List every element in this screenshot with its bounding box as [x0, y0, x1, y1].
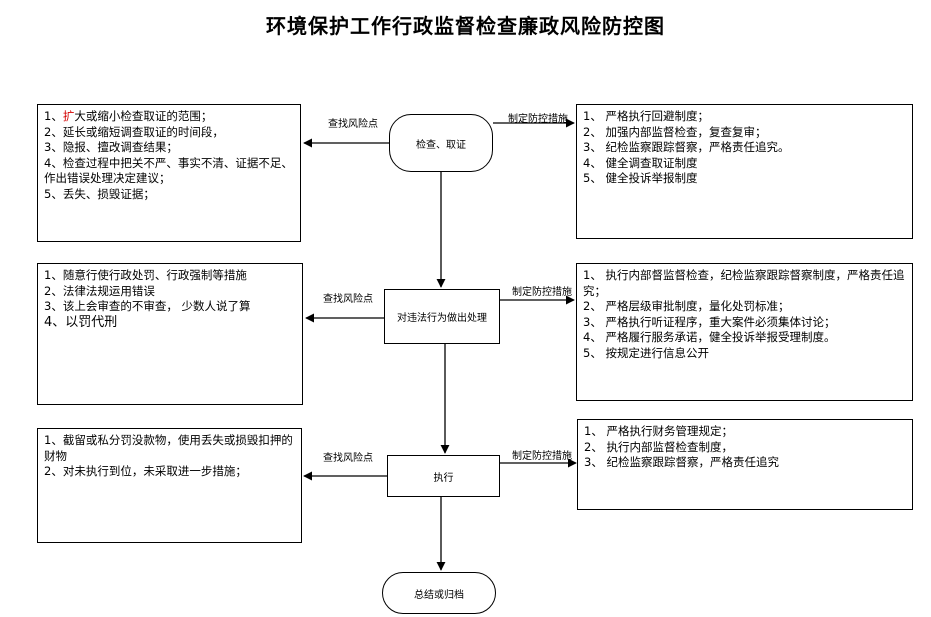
- node-summarize-archive: 总结或归档: [382, 572, 496, 614]
- control-item: 1、 执行内部督监督检查，纪检监察跟踪督察制度，严格责任追究；: [583, 268, 905, 298]
- risk-box-stage2: 1、随意行使行政处罚、行政强制等措施 2、法律法规运用错误 3、该上会审查的不审…: [37, 263, 303, 405]
- risk-item: 4、检查过程中把关不严、事实不清、证据不足、作出错误处理决定建议；: [44, 155, 293, 186]
- risk-item: 2、对未执行到位，未采取进一步措施；: [44, 464, 247, 478]
- control-item: 5、 按规定进行信息公开: [583, 345, 709, 360]
- control-item: 2、 严格层级审批制度，量化处罚标准；: [583, 299, 790, 313]
- edge-label-risk-1: 查找风险点: [328, 119, 378, 130]
- edge-label-control-2: 制定防控措施: [512, 287, 572, 298]
- risk-item: 1、截留或私分罚没款物，使用丢失或损毁扣押的财物: [44, 433, 293, 463]
- edge-label-risk-3: 查找风险点: [323, 453, 373, 464]
- control-item: 3、 纪检监察跟踪督察，严格责任追究。: [583, 140, 790, 154]
- risk-item: 1、随意行使行政处罚、行政强制等措施: [44, 268, 247, 282]
- control-item: 3、 纪检监察跟踪督察，严格责任追究: [584, 455, 779, 469]
- edge-label-control-1: 制定防控措施: [508, 114, 568, 125]
- node-execute: 执行: [387, 455, 500, 497]
- risk-item: 2、延长或缩短调查取证的时间段，: [44, 124, 224, 139]
- control-item: 4、 严格履行服务承诺，健全投诉举报受理制度。: [583, 330, 836, 344]
- node-inspect-collect-evidence: 检查、取证: [389, 114, 493, 172]
- edge-label-control-3: 制定防控措施: [512, 451, 572, 462]
- risk-item: 4、以罚代刑: [44, 314, 118, 330]
- risk-box-stage3: 1、截留或私分罚没款物，使用丢失或损毁扣押的财物 2、对未执行到位，未采取进一步…: [37, 428, 302, 543]
- control-item: 2、 执行内部监督检查制度，: [584, 439, 733, 454]
- risk-item: 3、隐报、擅改调查结果；: [44, 140, 178, 154]
- risk-item: 3、该上会审查的不审查， 少数人说了算: [44, 299, 251, 313]
- page-title: 环境保护工作行政监督检查廉政风险防控图: [266, 14, 665, 38]
- control-box-stage2: 1、 执行内部督监督检查，纪检监察跟踪督察制度，严格责任追究； 2、 严格层级审…: [576, 263, 913, 401]
- control-item: 1、 严格执行财务管理规定；: [584, 424, 733, 438]
- risk-item: 1、扩大或缩小检查取证的范围；: [44, 109, 213, 123]
- control-item: 3、 严格执行听证程序，重大案件必须集体讨论；: [583, 314, 836, 329]
- control-item: 4、 健全调查取证制度: [583, 155, 698, 170]
- risk-box-stage1: 1、扩大或缩小检查取证的范围； 2、延长或缩短调查取证的时间段， 3、隐报、擅改…: [37, 104, 301, 242]
- control-item: 2、 加强内部监督检查，复查复审；: [583, 124, 767, 139]
- node-handle-violation: 对违法行为做出处理: [384, 289, 500, 344]
- control-box-stage3: 1、 严格执行财务管理规定； 2、 执行内部监督检查制度， 3、 纪检监察跟踪督…: [577, 419, 913, 510]
- edge-label-risk-2: 查找风险点: [323, 294, 373, 305]
- control-item: 5、 健全投诉举报制度: [583, 171, 698, 185]
- risk-item: 5、丢失、损毁证据；: [44, 186, 155, 201]
- control-item: 1、 严格执行回避制度；: [583, 109, 709, 123]
- control-box-stage1: 1、 严格执行回避制度； 2、 加强内部监督检查，复查复审； 3、 纪检监察跟踪…: [576, 104, 913, 239]
- highlighted-char: 扩: [62, 109, 75, 123]
- risk-item: 2、法律法规运用错误: [44, 283, 155, 298]
